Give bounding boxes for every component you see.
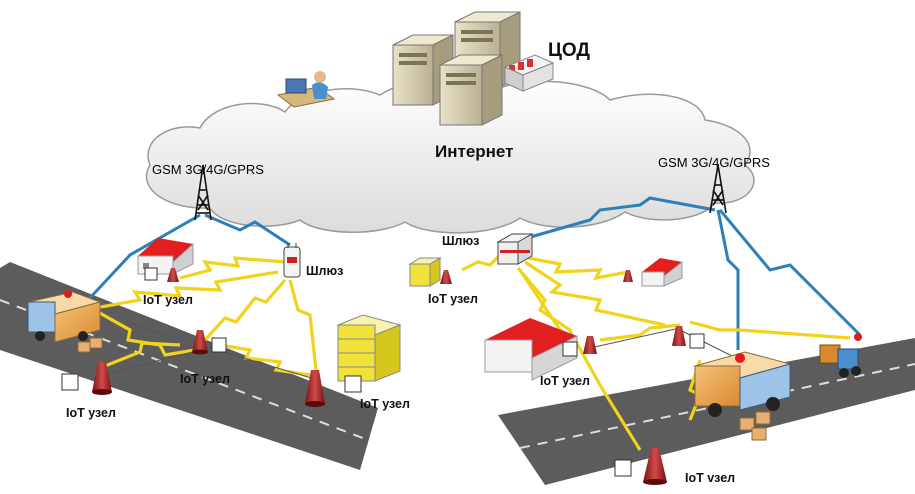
iot-nodes bbox=[61, 267, 705, 485]
iot-node-label: IoT узел bbox=[360, 397, 410, 411]
iot-node-icon bbox=[614, 448, 667, 485]
iot-node-icon bbox=[144, 267, 179, 282]
iot-node-icon bbox=[192, 330, 227, 355]
gsm-tower-right-icon bbox=[709, 164, 727, 214]
iot-node-label: IoT узел bbox=[540, 374, 590, 388]
boxes-left-icon bbox=[77, 337, 103, 353]
iot-node-icon bbox=[623, 270, 633, 282]
gsm-left-label: GSM 3G/4G/GPRS bbox=[152, 162, 264, 177]
datacenter-servers bbox=[392, 11, 555, 126]
gateway-left-icon bbox=[283, 243, 301, 278]
iot-node-label: IoT узел bbox=[143, 293, 193, 307]
datacenter-label: ЦОД bbox=[548, 40, 590, 61]
gsm-right-label: GSM 3G/4G/GPRS bbox=[658, 155, 770, 170]
boxes-icon bbox=[739, 411, 771, 441]
gsm-links bbox=[86, 196, 862, 350]
warehouse-left-icon bbox=[336, 314, 402, 382]
operator-icon bbox=[276, 71, 336, 108]
iot-node-label: IoT vзел bbox=[685, 471, 736, 485]
iot-node-label: IoT узел bbox=[66, 406, 116, 420]
gateway-left-label: Шлюз bbox=[306, 264, 344, 278]
house-right-small-icon bbox=[641, 258, 683, 287]
wireless-links-left bbox=[94, 256, 318, 377]
iot-node-icon bbox=[562, 336, 597, 357]
iot-node-label: IoT узел bbox=[428, 292, 478, 306]
iot-node-icon bbox=[305, 370, 362, 407]
iot-node-icon bbox=[672, 326, 705, 349]
truck-left-icon bbox=[26, 290, 102, 343]
gateway-right-icon bbox=[496, 233, 534, 265]
iot-node-label: IoT узел bbox=[180, 372, 230, 386]
container-right-icon bbox=[408, 257, 442, 287]
iot-node-icon bbox=[440, 270, 452, 284]
iot-node-icon bbox=[61, 362, 112, 395]
forklift-icon bbox=[819, 333, 862, 378]
gsm-tower-left-icon bbox=[194, 164, 212, 221]
truck-right-icon bbox=[693, 351, 792, 417]
internet-label: Интернет bbox=[435, 142, 514, 161]
gateway-right-label: Шлюз bbox=[442, 234, 480, 248]
